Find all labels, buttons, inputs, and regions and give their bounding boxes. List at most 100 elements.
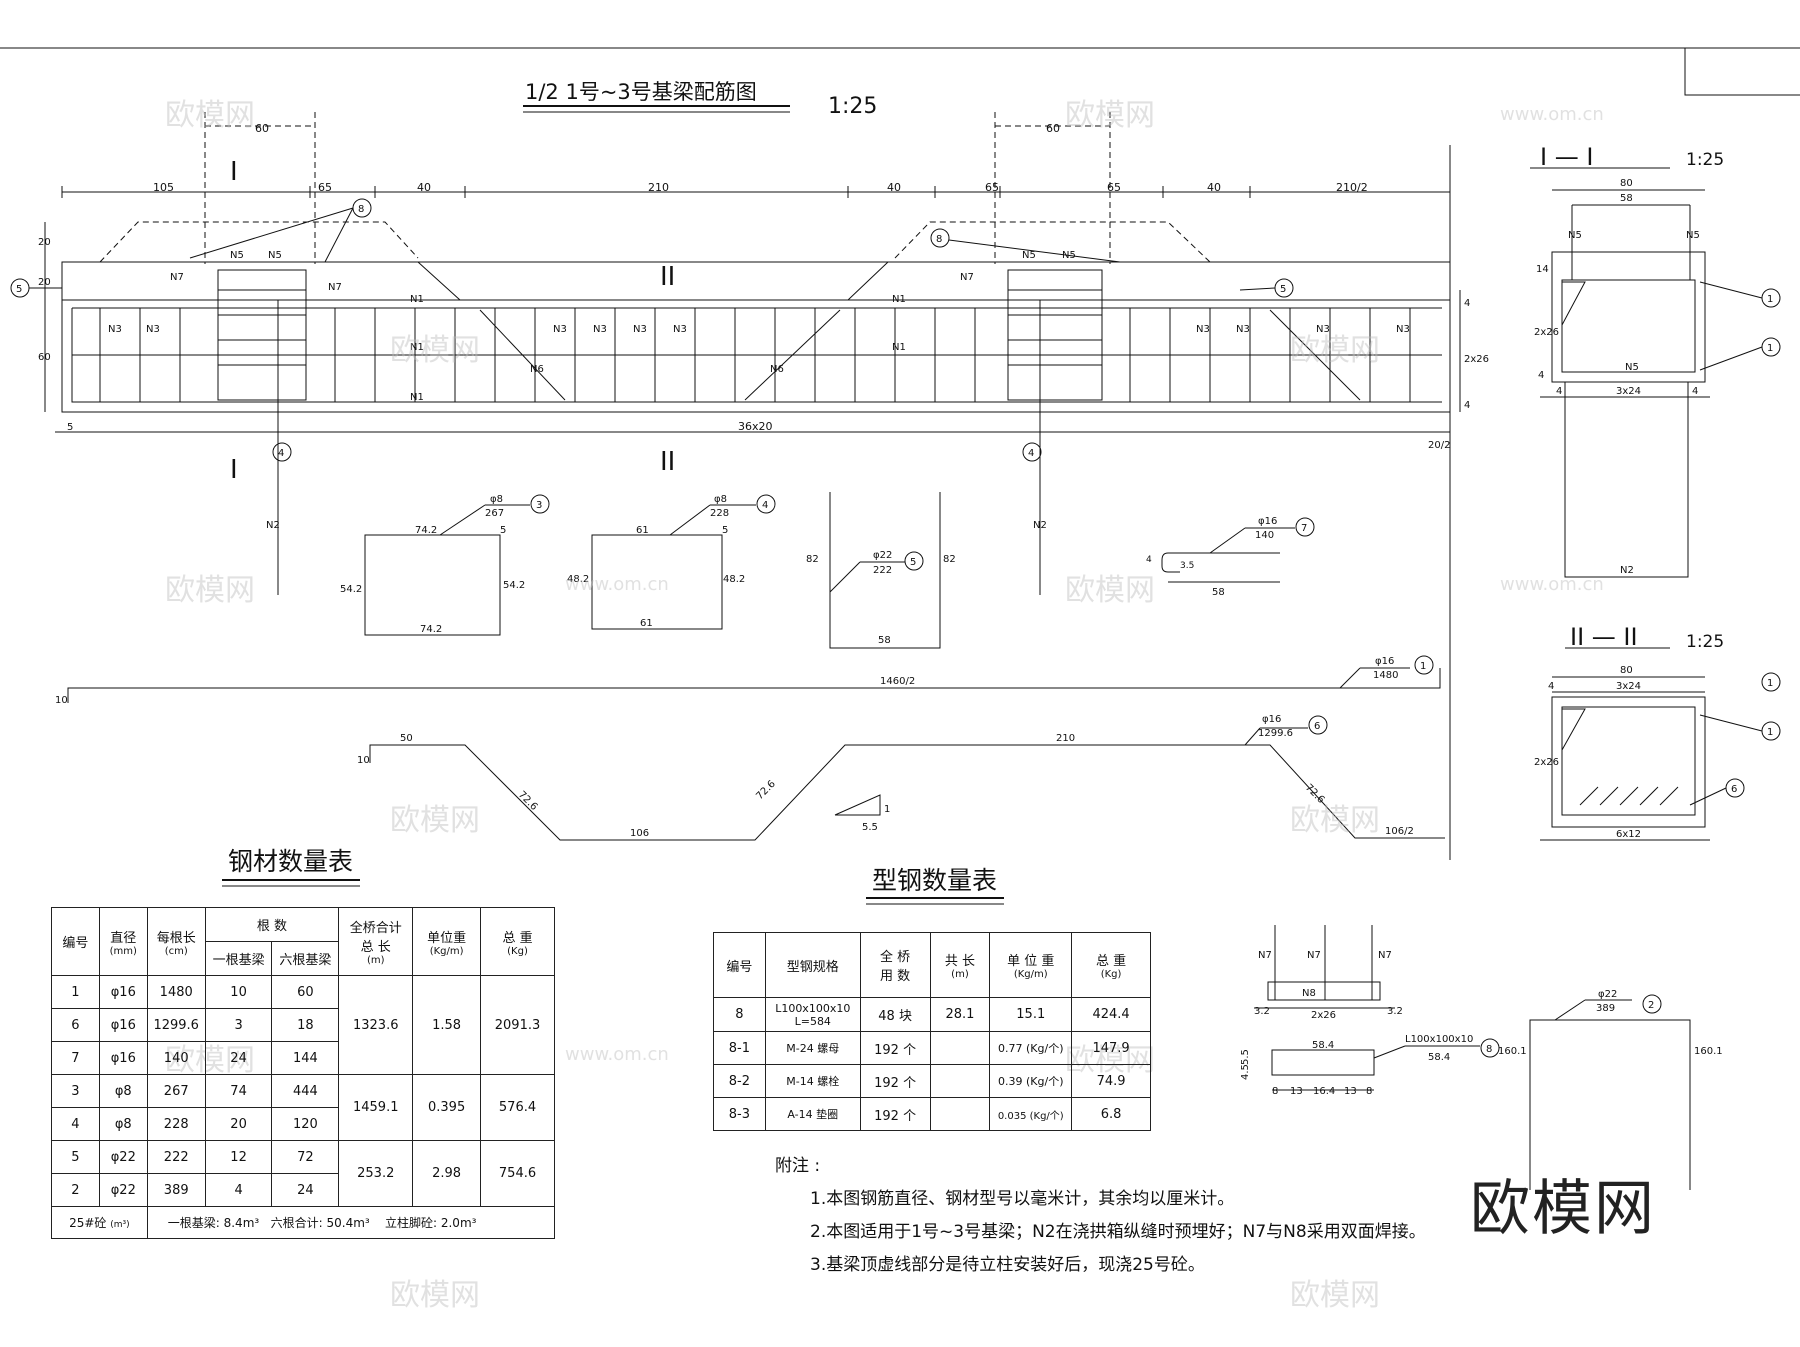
plate-d32-left: 3.2: [1254, 1006, 1270, 1017]
bar4-height-right: 48.2: [723, 574, 745, 585]
plate-d32-right: 3.2: [1387, 1006, 1403, 1017]
sec1-callout-1-top: 1: [1699, 281, 1781, 308]
right-dim-226: 2x26: [1464, 354, 1489, 365]
th-unit: 单位重(Kg/m): [412, 907, 482, 976]
bar2-leader: [1554, 999, 1586, 1021]
svg-text:欧模网: 欧模网: [1065, 98, 1155, 133]
n6-label-left: N6: [530, 364, 544, 375]
n6-label-right: N6: [770, 364, 784, 375]
svg-text:1: 1: [1767, 727, 1773, 738]
svg-text:欧模网: 欧模网: [1290, 333, 1380, 368]
bar1-shape: [67, 668, 1441, 703]
bar5-width: 58: [878, 635, 891, 646]
sec1-b324: 3x24: [1616, 386, 1641, 397]
callout-7-label: 7: [1301, 523, 1307, 534]
steel-table-title: 钢材数量表: [228, 847, 353, 876]
sec2-tie: [1561, 708, 1586, 751]
bar1-len: 1480: [1373, 670, 1398, 681]
dim-105: 105: [153, 181, 174, 194]
bar7-hook: 4: [1146, 555, 1152, 565]
bar4-height-left: 48.2: [567, 574, 589, 585]
bottom-dim-5: 5: [67, 422, 73, 433]
svg-text:欧模网: 欧模网: [165, 573, 255, 608]
bar6-diag-1: 72.6: [516, 789, 540, 813]
sec1-w58: 58: [1620, 193, 1633, 204]
plate-d226: 2x26: [1311, 1010, 1336, 1021]
section-mark-ii-top: II: [660, 262, 675, 292]
bar1-span: 1460/2: [880, 676, 915, 687]
callout-8-left: 8: [189, 198, 372, 263]
bar1-dia: φ16: [1375, 656, 1394, 667]
haunch-dash-left: [99, 221, 419, 263]
n3-label-4: N3: [593, 324, 607, 335]
bar7-width: 58: [1212, 587, 1225, 598]
n2-label-right: N2: [1033, 520, 1047, 531]
n2-label-left: N2: [266, 520, 280, 531]
bar3-len: 267: [485, 508, 504, 519]
sec1-b4-left: 4: [1556, 386, 1562, 397]
plate-spec: L100x100x10: [1405, 1034, 1473, 1045]
sec1-title: I — I: [1540, 143, 1593, 171]
note-1: 1.本图钢筋直径、钢材型号以毫米计，其余均以厘米计。: [810, 1189, 1235, 1209]
plate-d584: 58.4: [1312, 1040, 1334, 1051]
th-total: 全桥合计总 长(m): [338, 907, 414, 976]
callout-8-plate: [1480, 1038, 1500, 1058]
profile-table: 编号 型钢规格 全 桥用 数 共 长(m) 单 位 重(Kg/m) 总 重(Kg…: [713, 932, 1151, 1131]
sec1-h4: 4: [1538, 370, 1544, 381]
callout-1-label: 1: [1420, 661, 1426, 672]
dim-65-a: 65: [318, 181, 332, 194]
svg-text:欧模网: 欧模网: [1290, 803, 1380, 838]
left-dim-20b: 20: [38, 277, 51, 288]
bar6-leader: [1244, 727, 1261, 746]
right-dim-4a: 4: [1464, 298, 1470, 309]
slope-b: 5.5: [862, 822, 878, 833]
title-block-corner: [1684, 48, 1800, 96]
bar7-shape: [1161, 552, 1280, 573]
dim-40-a: 40: [417, 181, 431, 194]
svg-text:6: 6: [1731, 784, 1737, 795]
sec2-h226: 2x26: [1534, 757, 1559, 768]
dim-210-half: 210/2: [1336, 181, 1368, 194]
bar1-hook: 10: [55, 695, 68, 706]
bar4-hook: 5: [722, 525, 728, 536]
sec1-n5-bottom: N5: [1625, 362, 1639, 373]
table-footer: 25#砼 (m³) 一根基梁: 8.4m³ 六根合计: 50.4m³ 立柱脚砼:…: [51, 1206, 556, 1239]
sec2-callout-1-mid: 1: [1699, 714, 1781, 741]
profile-table-title: 型钢数量表: [872, 866, 997, 895]
bar5-shape: [829, 492, 941, 649]
svg-text:欧模网: 欧模网: [165, 98, 255, 133]
bar7-bend: 3.5: [1180, 561, 1194, 571]
sec1-b4-right: 4: [1692, 386, 1698, 397]
bar6-d106: 106: [630, 828, 649, 839]
bar6-diag-2: 72.6: [754, 779, 778, 803]
bar3-width-bottom: 74.2: [420, 624, 442, 635]
n3-label-9: N3: [1316, 324, 1330, 335]
svg-text:5: 5: [1280, 284, 1286, 295]
svg-text:5: 5: [16, 284, 22, 295]
n3-label-3: N3: [553, 324, 567, 335]
slope-triangle: [834, 794, 881, 816]
left-dim-20a: 20: [38, 237, 51, 248]
plate-n7-bars: [1274, 925, 1373, 1000]
dim-40-c: 40: [1207, 181, 1221, 194]
note-2: 2.本图适用于1号~3号基梁；N2在浇拱箱纵缝时预埋好；N7与N8采用双面焊接。: [810, 1222, 1426, 1242]
svg-text:www.om.cn: www.om.cn: [565, 1044, 669, 1065]
th-weight: 总 重(Kg): [480, 907, 555, 976]
bar7-dia: φ16: [1258, 516, 1277, 527]
plate-row-2: 4.5: [1240, 1064, 1251, 1080]
plate-bot-5: 8: [1366, 1086, 1372, 1097]
n7-label-3: N7: [960, 272, 974, 283]
plate-n8-label: N8: [1302, 988, 1316, 999]
svg-text:欧模网: 欧模网: [390, 1278, 480, 1313]
sec2-t324: 3x24: [1616, 681, 1641, 692]
callout-4-left: 4: [272, 442, 292, 462]
bar2-len: 389: [1596, 1003, 1615, 1014]
sec2-scale: 1:25: [1686, 632, 1724, 652]
bar6-d106-half: 106/2: [1385, 826, 1414, 837]
bar5-len: 222: [873, 565, 892, 576]
svg-text:1: 1: [1767, 678, 1773, 689]
svg-text:8: 8: [358, 204, 364, 215]
callout-6-circle: [1308, 715, 1328, 735]
